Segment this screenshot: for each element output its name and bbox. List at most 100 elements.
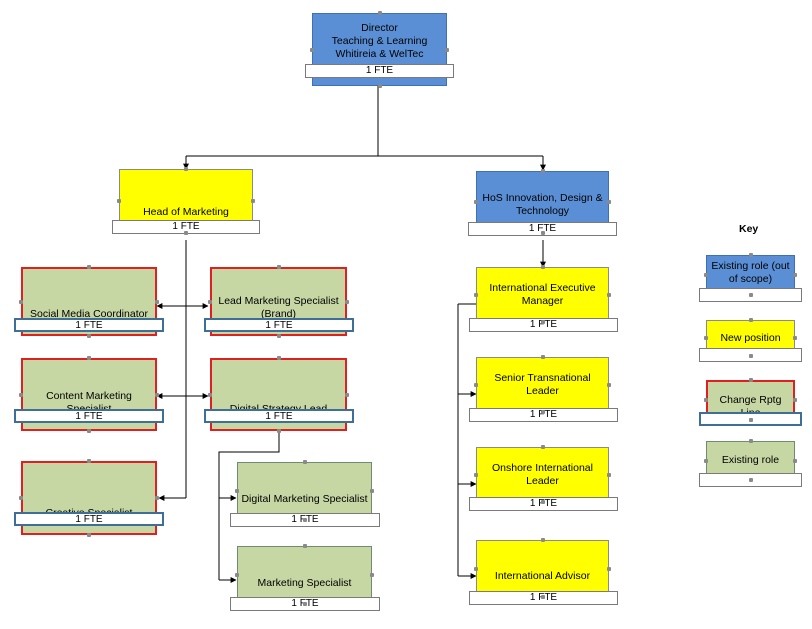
director-title-line1: Director <box>361 22 398 34</box>
selection-handle <box>445 47 449 52</box>
selection-handle <box>704 336 708 340</box>
digital-strategy-fte: 1 FTE <box>204 409 354 423</box>
marketing-specialist-box: Marketing Specialist <box>237 546 372 604</box>
selection-handle <box>302 518 307 522</box>
selection-handle <box>704 458 708 463</box>
selection-handle <box>540 355 545 359</box>
senior-trans-label: Senior Transnational Leader <box>494 372 591 397</box>
selection-handle <box>540 595 545 599</box>
selection-handle <box>370 489 374 493</box>
hos-innovation-fte: 1 FTE <box>468 222 617 236</box>
selection-handle <box>19 392 23 397</box>
director-title-line2: Teaching & Learning <box>331 35 428 47</box>
onshore-box: Onshore International Leader <box>476 447 609 502</box>
digital-marketing-box: Digital Marketing Specialist <box>237 462 372 520</box>
content-marketing-fte: 1 FTE <box>14 409 164 423</box>
selection-handle <box>19 299 23 304</box>
intl-exec-label: International Executive Manager <box>489 282 596 307</box>
key-title: Key <box>739 223 759 235</box>
selection-handle <box>793 458 797 463</box>
selection-handle <box>276 356 281 360</box>
onshore-label: Onshore International Leader <box>492 462 593 487</box>
key-new-position-label: New position <box>720 332 781 344</box>
selection-handle <box>310 47 314 52</box>
selection-handle <box>377 11 382 15</box>
selection-handle <box>276 334 281 338</box>
selection-handle <box>184 231 188 235</box>
head-marketing-label: Head of Marketing <box>143 206 229 218</box>
selection-handle <box>607 382 611 387</box>
selection-handle <box>155 392 159 397</box>
selection-handle <box>117 199 121 203</box>
intl-advisor-box: International Advisor <box>476 540 609 597</box>
marketing-specialist-label: Marketing Specialist <box>257 577 352 589</box>
selection-handle <box>87 533 91 537</box>
creative-fte: 1 FTE <box>14 512 164 526</box>
intl-exec-fte: 1 FTE <box>469 318 618 332</box>
selection-handle <box>87 356 91 360</box>
lead-marketing-label: Lead Marketing Specialist (Brand) <box>218 295 339 320</box>
selection-handle <box>302 544 307 548</box>
selection-handle <box>251 199 255 203</box>
senior-trans-box: Senior Transnational Leader <box>476 357 609 412</box>
selection-handle <box>377 84 382 88</box>
selection-handle <box>19 496 23 500</box>
selection-handle <box>184 167 188 171</box>
selection-handle <box>235 489 239 493</box>
selection-handle <box>155 496 159 500</box>
senior-trans-fte: 1 FTE <box>469 408 618 422</box>
selection-handle <box>208 299 212 304</box>
selection-handle <box>540 169 545 173</box>
selection-handle <box>540 445 545 449</box>
selection-handle <box>345 392 349 397</box>
selection-handle <box>607 292 611 297</box>
intl-exec-box: International Executive Manager <box>476 267 609 322</box>
selection-handle <box>748 318 753 322</box>
selection-handle <box>302 460 307 464</box>
selection-handle <box>155 299 159 304</box>
lead-marketing-fte: 1 FTE <box>204 318 354 332</box>
selection-handle <box>607 472 611 477</box>
selection-handle <box>474 472 478 477</box>
selection-handle <box>748 354 753 358</box>
selection-handle <box>474 382 478 387</box>
selection-handle <box>540 500 545 504</box>
selection-handle <box>748 293 753 297</box>
selection-handle <box>474 566 478 571</box>
selection-handle <box>87 459 91 463</box>
selection-handle <box>87 429 91 433</box>
selection-handle <box>748 439 753 443</box>
selection-handle <box>208 392 212 397</box>
selection-handle <box>345 299 349 304</box>
intl-advisor-label: International Advisor <box>494 570 591 582</box>
selection-handle <box>704 273 708 277</box>
selection-handle <box>87 334 91 338</box>
selection-handle <box>302 602 307 606</box>
hos-innovation-label: HoS Innovation, Design & Technology <box>482 192 603 217</box>
key-existing-role-label: Existing role <box>721 454 780 466</box>
connector-digital-strategy-down <box>218 425 280 580</box>
selection-handle <box>748 418 753 422</box>
selection-handle <box>474 200 478 204</box>
selection-handle <box>276 265 281 269</box>
selection-handle <box>540 320 545 324</box>
selection-handle <box>607 566 611 571</box>
director-title-line3: Whitireia & WelTec <box>335 48 424 60</box>
selection-handle <box>793 273 797 277</box>
key-existing-out-of-scope-label: Existing role (out of scope) <box>711 260 790 285</box>
social-media-label: Social Media Coordinator <box>30 308 148 320</box>
selection-handle <box>793 336 797 340</box>
selection-handle <box>748 378 753 382</box>
selection-handle <box>87 265 91 269</box>
selection-handle <box>540 231 545 235</box>
selection-handle <box>235 573 239 577</box>
selection-handle <box>540 265 545 269</box>
selection-handle <box>370 573 374 577</box>
selection-handle <box>474 292 478 297</box>
selection-handle <box>748 253 753 257</box>
selection-handle <box>607 200 611 204</box>
selection-handle <box>793 398 797 402</box>
selection-handle <box>540 410 545 414</box>
